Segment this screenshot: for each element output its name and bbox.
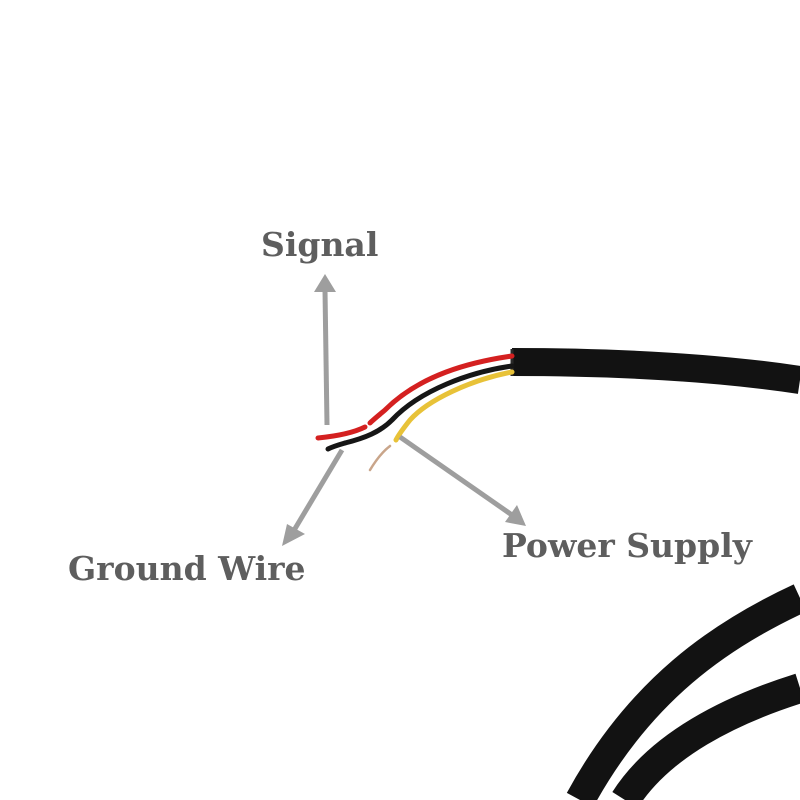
power-arrow-shaft <box>398 434 514 518</box>
signal-arrow-shaft <box>322 289 330 426</box>
power-wire <box>393 369 515 443</box>
label-arrows <box>282 274 526 546</box>
signal-wire-tip <box>315 424 368 441</box>
exposed-wires <box>315 353 515 472</box>
ground-wire-label: Ground Wire <box>68 549 306 588</box>
cable-jacket <box>511 348 800 394</box>
signal-wire <box>367 353 515 426</box>
ground-wire-tip <box>325 440 348 452</box>
cable-lower-loop <box>566 584 800 800</box>
power-arrow-head <box>505 505 526 526</box>
cable-loop-outer <box>566 584 800 800</box>
signal-label: Signal <box>261 225 379 264</box>
cable-loop-inner <box>612 673 800 800</box>
ground-arrow-head <box>282 524 305 546</box>
ground-wire <box>342 363 515 446</box>
power-wire-copper <box>368 444 392 472</box>
ground-arrow-shaft <box>290 448 345 534</box>
power-supply-label: Power Supply <box>502 526 752 565</box>
signal-arrow-head <box>314 274 336 292</box>
